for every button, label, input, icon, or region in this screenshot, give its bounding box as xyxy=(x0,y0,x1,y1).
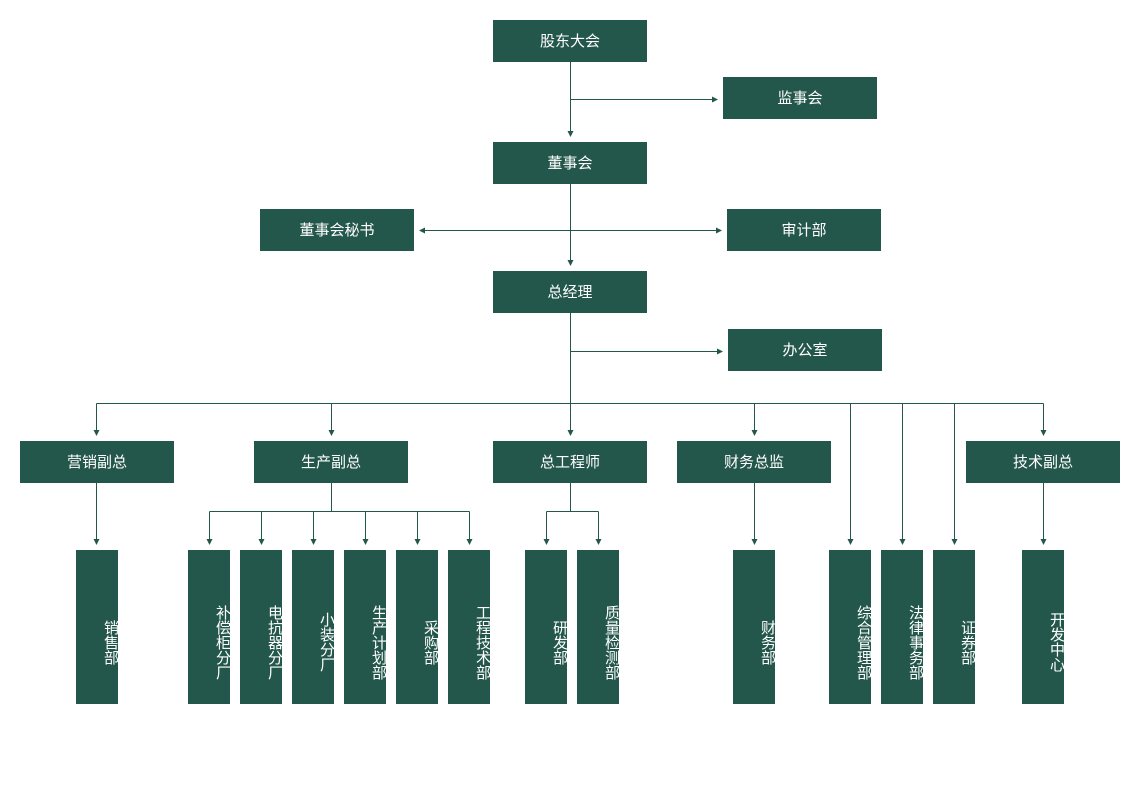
node-tech-vp: 技术副总 xyxy=(966,441,1120,483)
dept-development-center: 开发中心 xyxy=(1022,550,1066,704)
dept-finance: 财务部 xyxy=(733,550,777,704)
dept-production-planning: 生产计划部 xyxy=(344,550,388,704)
dept-securities: 证券部 xyxy=(933,550,977,704)
dept-legal-affairs: 法律事务部 xyxy=(881,550,925,704)
node-sales-vp: 营销副总 xyxy=(20,441,174,483)
dept-label: 研发部 xyxy=(551,619,569,665)
node-chief-engineer: 总工程师 xyxy=(493,441,647,483)
node-label: 董事会 xyxy=(547,153,593,172)
node-general-manager: 总经理 xyxy=(493,271,647,313)
dept-label: 电抗器分厂 xyxy=(266,604,284,680)
dept-reactor-branch: 电抗器分厂 xyxy=(240,550,284,704)
dept-small-assembly-branch: 小装分厂 xyxy=(292,550,336,704)
node-office: 办公室 xyxy=(728,329,882,371)
dept-label: 销售部 xyxy=(102,619,120,665)
node-audit-department: 审计部 xyxy=(727,209,881,251)
dept-label: 小装分厂 xyxy=(318,612,336,672)
dept-label: 质量检测部 xyxy=(603,604,621,680)
dept-label: 生产计划部 xyxy=(370,604,388,680)
node-label: 办公室 xyxy=(782,340,828,359)
node-label: 审计部 xyxy=(781,220,827,239)
dept-label: 综合管理部 xyxy=(855,604,873,680)
dept-label: 法律事务部 xyxy=(907,604,925,680)
dept-label: 工程技术部 xyxy=(474,604,492,680)
node-finance-director: 财务总监 xyxy=(677,441,831,483)
node-label: 董事会秘书 xyxy=(299,220,375,239)
node-label: 生产副总 xyxy=(300,452,361,471)
dept-label: 证券部 xyxy=(959,619,977,665)
dept-compensation-cabinet-branch: 补偿柜分厂 xyxy=(188,550,232,704)
node-board-of-directors: 董事会 xyxy=(493,142,647,184)
dept-general-admin: 综合管理部 xyxy=(829,550,873,704)
dept-sales: 销售部 xyxy=(76,550,120,704)
node-label: 总经理 xyxy=(547,282,593,301)
dept-label: 补偿柜分厂 xyxy=(214,604,232,680)
dept-label: 财务部 xyxy=(759,619,777,665)
dept-purchasing: 采购部 xyxy=(396,550,440,704)
node-label: 营销副总 xyxy=(66,452,127,471)
node-label: 股东大会 xyxy=(539,31,600,50)
dept-label: 采购部 xyxy=(422,619,440,665)
node-production-vp: 生产副总 xyxy=(254,441,408,483)
node-supervisory-board: 监事会 xyxy=(723,77,877,119)
node-label: 财务总监 xyxy=(723,452,784,471)
dept-quality-inspection: 质量检测部 xyxy=(577,550,621,704)
dept-label: 开发中心 xyxy=(1048,612,1066,672)
node-shareholders-meeting: 股东大会 xyxy=(493,20,647,62)
node-board-secretary: 董事会秘书 xyxy=(260,209,414,251)
node-label: 监事会 xyxy=(777,88,823,107)
node-label: 技术副总 xyxy=(1012,452,1073,471)
dept-rnd: 研发部 xyxy=(525,550,569,704)
node-label: 总工程师 xyxy=(539,452,600,471)
dept-engineering-tech: 工程技术部 xyxy=(448,550,492,704)
